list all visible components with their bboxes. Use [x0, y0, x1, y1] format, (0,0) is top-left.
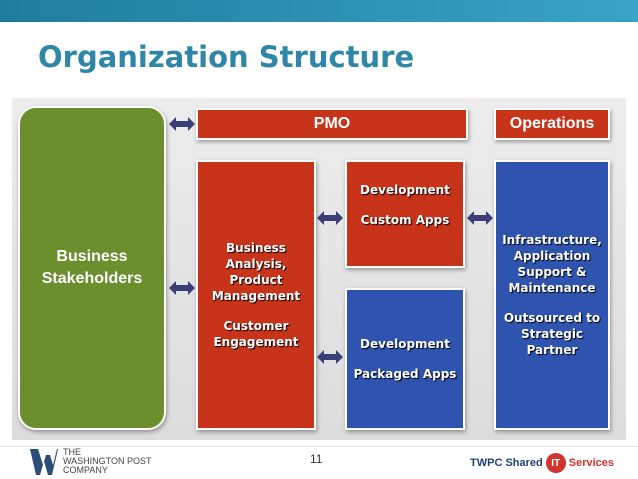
slide-title: Organization Structure — [38, 40, 415, 74]
operations-label: Operations — [509, 115, 595, 132]
business-analysis-line-2: Product — [229, 273, 283, 287]
pmo-label: PMO — [313, 115, 351, 132]
business-stakeholders-box: Business Stakeholders — [18, 106, 166, 430]
top-banner — [0, 0, 638, 22]
twpc-shared-services-logo: TWPC Shared IT Services — [470, 453, 614, 473]
analysis-packaged-arrow — [317, 350, 343, 364]
twpc-prefix: TWPC Shared — [470, 457, 543, 469]
development-custom-line-2: Custom Apps — [360, 213, 450, 227]
development-custom-line-1: Development — [360, 183, 450, 197]
stakeholders-analysis-arrow — [169, 281, 195, 295]
analysis-custom-arrow — [317, 211, 343, 225]
wp-logo-line-1: THE — [63, 447, 81, 457]
infrastructure-line-4: Maintenance — [508, 281, 596, 295]
washington-post-w-icon — [30, 448, 58, 475]
development-packaged-box: Development Packaged Apps — [345, 288, 465, 430]
footer-divider — [0, 446, 638, 447]
outsourced-line-1: Outsourced to — [503, 311, 601, 325]
wp-logo-line-2: WASHINGTON POST — [63, 456, 152, 466]
infrastructure-line-2: Application — [513, 249, 591, 263]
custom-infrastructure-arrow — [467, 211, 493, 225]
twpc-suffix: Services — [568, 457, 614, 469]
business-stakeholders-label-2: Stakeholders — [41, 270, 143, 287]
customer-engagement-line-1: Customer — [223, 319, 289, 333]
business-analysis-box: Business Analysis, Product Management Cu… — [196, 160, 316, 430]
it-badge-icon: IT — [545, 453, 566, 473]
operations-box: Operations — [494, 108, 610, 140]
washington-post-logo: THE WASHINGTON POST COMPANY — [30, 448, 152, 475]
infrastructure-box: Infrastructure, Application Support & Ma… — [494, 160, 610, 430]
pmo-box: PMO — [196, 108, 468, 140]
outsourced-line-2: Strategic Partner — [520, 327, 584, 357]
development-custom-box: Development Custom Apps — [345, 160, 465, 268]
infrastructure-line-1: Infrastructure, — [502, 233, 602, 247]
infrastructure-line-3: Support & — [517, 265, 587, 279]
business-stakeholders-label-1: Business — [56, 248, 128, 265]
development-packaged-line-2: Packaged Apps — [353, 367, 457, 381]
stakeholders-pmo-arrow — [169, 117, 195, 131]
customer-engagement-line-2: Engagement — [213, 335, 299, 349]
business-analysis-line-1: Business Analysis, — [225, 241, 287, 271]
page-number: 11 — [310, 452, 323, 466]
development-packaged-line-1: Development — [360, 337, 450, 351]
business-analysis-line-3: Management — [211, 289, 301, 303]
wp-logo-line-3: COMPANY — [63, 465, 108, 475]
